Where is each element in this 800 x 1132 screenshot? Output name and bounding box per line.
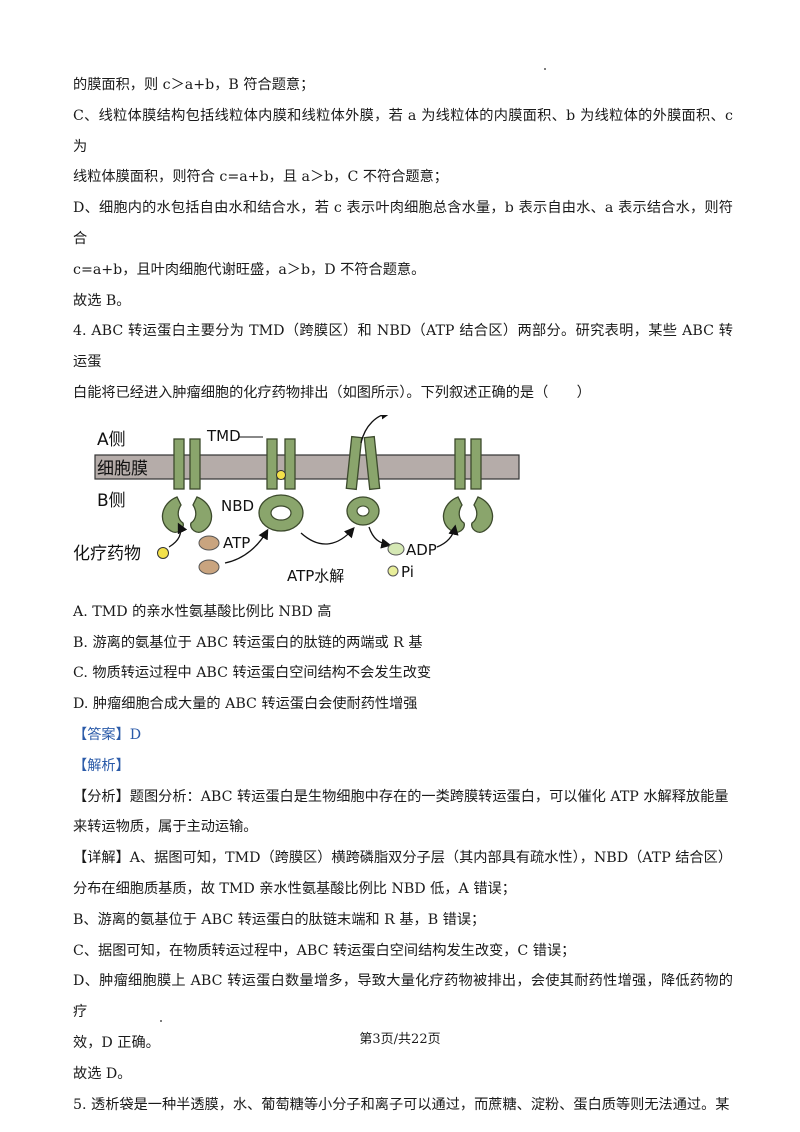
text-line: C、线粒体膜结构包括线粒体内膜和线粒体外膜，若 a 为线粒体的内膜面积、b 为线… [73, 107, 733, 155]
release-arrow [360, 414, 392, 443]
page-footer: 第3页/共22页 [359, 1032, 441, 1047]
drug-bound [276, 469, 286, 480]
atp-in-nbd [270, 505, 292, 521]
atp-label: ATP [223, 534, 250, 552]
hydrolysis-label: ATP水解 [287, 567, 344, 585]
analysis-tag: 【解析】 [73, 757, 130, 774]
text-line: 线粒体膜面积，则符合 c=a+b，且 a＞b，C 不符合题意； [73, 169, 448, 186]
adp-molecule [387, 542, 405, 556]
drug-label: 化疗药物 [73, 544, 141, 564]
analysis-line: 【分析】题图分析：ABC 转运蛋白是生物细胞中存在的一类跨膜转运蛋白，可以催化 … [73, 788, 729, 805]
pi-label: Pi [401, 563, 414, 581]
atp-molecule [198, 559, 220, 575]
abc-transporter-diagram: A侧 细胞膜 B侧 [73, 409, 733, 597]
speck [160, 1020, 162, 1022]
question-4-line: 4. ABC 转运蛋白主要分为 TMD（跨膜区）和 NBD（ATP 结合区）两部… [73, 323, 733, 371]
detail-line: C、据图可知，在物质转运过程中，ABC 转运蛋白空间结构发生改变，C 错误； [73, 942, 576, 959]
atp-molecule [198, 535, 220, 551]
analysis-line: 来转运物质，属于主动运输。 [73, 819, 258, 836]
adp-in-nbd [356, 505, 370, 517]
side-b-label: B侧 [97, 491, 126, 511]
option-c: C. 物质转运过程中 ABC 转运蛋白空间结构不会发生改变 [73, 665, 432, 682]
question-5-line: 5. 透析袋是一种半透膜，水、葡萄糖等小分子和离子可以通过，而蔗糖、淀粉、蛋白质… [73, 1096, 730, 1113]
detail-line: D、肿瘤细胞膜上 ABC 转运蛋白数量增多，导致大量化疗药物被排出，会使其耐药性… [73, 973, 733, 1021]
reset-arrow [436, 524, 459, 548]
diagram-svg: A侧 细胞膜 B侧 [73, 414, 520, 585]
answer-tag: 【答案】D [73, 726, 142, 743]
detail-line: 分布在细胞质基质，故 TMD 亲水性氨基酸比例比 NBD 低，A 错误； [73, 880, 516, 897]
transporter-stage-4 [442, 438, 494, 533]
pi-molecule [387, 565, 399, 577]
option-b: B. 游离的氨基位于 ABC 转运蛋白的肽链的两端或 R 基 [73, 634, 423, 651]
drug-entry-arrow [168, 522, 188, 548]
option-d: D. 肿瘤细胞合成大量的 ABC 转运蛋白会使耐药性增强 [73, 696, 418, 713]
text-line: c=a+b，且叶肉细胞代谢旺盛，a＞b，D 不符合题意。 [73, 261, 426, 278]
detail-line: 故选 D。 [73, 1065, 132, 1082]
transporter-stage-1 [161, 438, 213, 533]
text-line: 故选 B。 [73, 292, 131, 309]
option-a: A. TMD 的亲水性氨基酸比例比 NBD 高 [73, 603, 332, 620]
question-4-line: 白能将已经进入肿瘤细胞的化疗药物排出（如图所示）。下列叙述正确的是（ ） [73, 384, 591, 401]
text-line: D、细胞内的水包括自由水和结合水，若 c 表示叶肉细胞总含水量，b 表示自由水、… [73, 200, 733, 247]
tmd-label: TMD [206, 427, 241, 445]
speck [544, 68, 546, 70]
drug-molecule [157, 546, 169, 559]
cell-membrane [94, 454, 520, 480]
page-content: 的膜面积，则 c＞a+b，B 符合题意； C、线粒体膜结构包括线粒体内膜和线粒体… [73, 70, 733, 1120]
hydrolysis-arrow [300, 526, 355, 545]
adp-label: ADP [406, 541, 437, 559]
detail-line: 【详解】A、据图可知，TMD（跨膜区）横跨磷脂双分子层（其内部具有疏水性），NB… [73, 850, 733, 867]
atp-binding-arrow [224, 528, 269, 564]
adp-release-arrow [368, 526, 392, 549]
detail-line: 效，D 正确。 [73, 1034, 160, 1051]
nbd-label: NBD [221, 497, 254, 515]
side-a-label: A侧 [97, 430, 126, 450]
detail-line: B、游离的氨基位于 ABC 转运蛋白的肽链末端和 R 基，B 错误； [73, 911, 486, 928]
membrane-label: 细胞膜 [97, 459, 148, 479]
text-line: 的膜面积，则 c＞a+b，B 符合题意； [73, 77, 315, 93]
